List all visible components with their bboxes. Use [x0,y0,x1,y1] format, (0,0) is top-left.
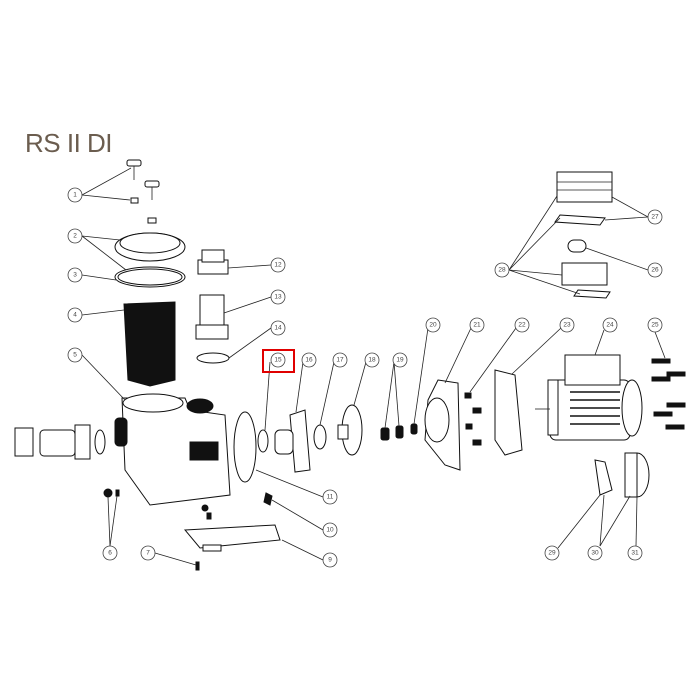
callout-23[interactable]: 23 [559,317,575,333]
highlight-box [262,349,295,373]
svg-text:15: 15 [274,357,282,364]
callout-21[interactable]: 21 [469,317,485,333]
callout-19[interactable]: 19 [392,352,408,368]
pump-parts [14,159,686,571]
callout-20[interactable]: 20 [425,317,441,333]
callout-10[interactable]: 10 [322,522,338,538]
callout-13[interactable]: 13 [270,289,286,305]
callout-3[interactable]: 3 [67,267,83,283]
callout-25[interactable]: 25 [647,317,663,333]
svg-text:19: 19 [396,357,404,364]
svg-text:28: 28 [498,267,506,274]
callout-6[interactable]: 6 [102,545,118,561]
callout-9[interactable]: 9 [322,552,338,568]
callout-31[interactable]: 31 [627,545,643,561]
callout-7[interactable]: 7 [140,545,156,561]
svg-text:25: 25 [651,322,659,329]
svg-text:13: 13 [274,294,282,301]
svg-text:31: 31 [631,550,639,557]
svg-text:6: 6 [108,550,112,557]
callout-15[interactable]: 15 [270,352,286,368]
callout-28[interactable]: 28 [494,262,510,278]
callout-17[interactable]: 17 [332,352,348,368]
leader-lines [81,167,666,566]
svg-text:29: 29 [548,550,556,557]
svg-text:1: 1 [73,192,77,199]
callout-22[interactable]: 22 [514,317,530,333]
svg-text:18: 18 [368,357,376,364]
callout-16[interactable]: 16 [301,352,317,368]
diagram-title: RS II DI [25,128,113,158]
callout-11[interactable]: 11 [322,489,338,505]
callout-14[interactable]: 14 [270,320,286,336]
svg-text:20: 20 [429,322,437,329]
callout-26[interactable]: 26 [647,262,663,278]
svg-text:21: 21 [473,322,481,329]
svg-text:14: 14 [274,325,282,332]
svg-text:16: 16 [305,357,313,364]
svg-text:3: 3 [73,272,77,279]
svg-text:23: 23 [563,322,571,329]
callout-27[interactable]: 27 [647,209,663,225]
callout-18[interactable]: 18 [364,352,380,368]
callout-1[interactable]: 1 [67,187,83,203]
callout-29[interactable]: 29 [544,545,560,561]
svg-text:17: 17 [336,357,344,364]
svg-text:5: 5 [73,352,77,359]
svg-text:10: 10 [326,527,334,534]
part-callouts: 1 2 3 4 5 6 7 9 10 11 12 13 14 15 16 17 … [67,187,663,568]
svg-text:12: 12 [274,262,282,269]
callout-4[interactable]: 4 [67,307,83,323]
callout-24[interactable]: 24 [602,317,618,333]
svg-text:4: 4 [73,312,77,319]
svg-text:2: 2 [73,233,77,240]
svg-text:30: 30 [591,550,599,557]
callout-5[interactable]: 5 [67,347,83,363]
callout-30[interactable]: 30 [587,545,603,561]
callout-2[interactable]: 2 [67,228,83,244]
svg-text:7: 7 [146,550,150,557]
svg-text:24: 24 [606,322,614,329]
svg-text:22: 22 [518,322,526,329]
svg-text:11: 11 [327,494,334,501]
callout-12[interactable]: 12 [270,257,286,273]
svg-text:27: 27 [651,214,659,221]
svg-text:9: 9 [328,557,332,564]
svg-text:26: 26 [651,267,659,274]
